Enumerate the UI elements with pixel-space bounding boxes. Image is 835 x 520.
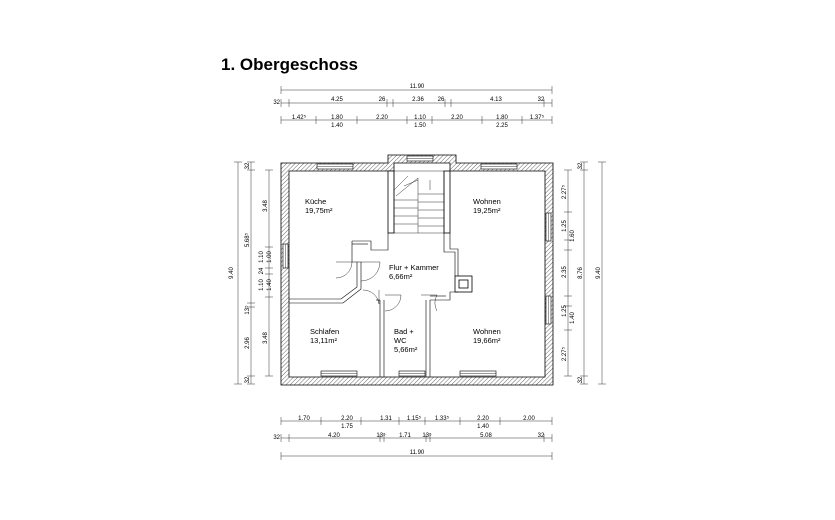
dim-left-o-2: 13⁵ xyxy=(244,305,251,315)
room-kueche-name: Küche xyxy=(305,197,326,206)
dim-bot-r1-low-0: 1.75 xyxy=(341,424,353,430)
dim-bot-r2-0: 32 xyxy=(273,435,280,441)
dim-bot-r1-4: 1.33⁵ xyxy=(435,415,450,422)
room-labels: Küche 19,75m² Wohnen 19,25m² Flur + Kamm… xyxy=(305,197,501,354)
bottom-dimensions: 1.70 2.20 1.31 1.15⁵ 1.33⁵ 2.20 2.00 1.7… xyxy=(273,415,553,460)
dim-top-r3-low-2: 2.25 xyxy=(496,123,508,129)
page-title: 1. Obergeschoss xyxy=(221,55,359,74)
dim-right-total: 9.40 xyxy=(596,267,602,279)
dim-top-r3-4: 2.20 xyxy=(451,115,463,121)
dim-top-total: 11.90 xyxy=(410,84,425,90)
dim-right-o-1: 8.76 xyxy=(578,267,584,279)
room-flur-name: Flur + Kammer xyxy=(389,263,439,272)
dim-right-i-2: 1.60 xyxy=(570,230,576,242)
dim-top-r2-0: 32 xyxy=(273,100,280,106)
room-bad-name-1: Bad + xyxy=(394,327,414,336)
dim-bot-r1-0: 1.70 xyxy=(298,416,310,422)
room-wohnen-top-name: Wohnen xyxy=(473,197,501,206)
dim-left-o-0: 32 xyxy=(245,162,251,169)
dim-right-o-0: 32 xyxy=(578,162,584,169)
left-dimensions: 9.40 32 5.68⁵ 13⁵ 2.96 32 3.48 1.10 24 1… xyxy=(229,161,273,385)
dim-left-is-1: 1.40 xyxy=(267,279,273,291)
dim-right-i-6: 2.27⁵ xyxy=(561,346,568,361)
dim-bot-r2-3: 1.71 xyxy=(399,433,411,439)
room-flur-area: 6,66m² xyxy=(389,272,413,281)
room-wohnen-bottom-name: Wohnen xyxy=(473,327,501,336)
dim-left-i-4: 3.48 xyxy=(263,332,269,344)
room-wohnen-top-area: 19,25m² xyxy=(473,206,501,215)
dim-top-r2-5: 4.13 xyxy=(490,97,502,103)
dim-top-r2-6: 32 xyxy=(538,97,545,103)
walls xyxy=(280,154,554,386)
dim-left-o-1: 5.68⁵ xyxy=(244,232,251,247)
dim-left-i-0: 3.48 xyxy=(263,200,269,212)
dim-bot-r1-3: 1.15⁵ xyxy=(407,415,422,422)
dim-bot-r2-2: 13⁵ xyxy=(376,432,386,439)
dim-bot-r2-6: 32 xyxy=(538,433,545,439)
dim-bot-r1-5: 2.20 xyxy=(477,416,489,422)
dim-top-r3-5: 1.80 xyxy=(496,115,508,121)
dim-bot-r1-1: 2.20 xyxy=(341,416,353,422)
dim-top-r2-1: 4.25 xyxy=(331,97,343,103)
dim-left-o-3: 2.96 xyxy=(245,337,251,349)
dim-bot-r2-1: 4.20 xyxy=(328,433,340,439)
dim-bot-r2-4: 13⁵ xyxy=(422,432,432,439)
dim-bot-r2-5: 5.08 xyxy=(480,433,492,439)
dim-bottom-total: 11.90 xyxy=(410,450,425,456)
dim-left-o-4: 32 xyxy=(245,376,251,383)
dim-left-i-1: 1.10 xyxy=(259,251,265,263)
dim-top-r3-2: 2.20 xyxy=(376,115,388,121)
dim-bot-r1-6: 2.00 xyxy=(523,416,535,422)
windows xyxy=(282,155,552,377)
dim-left-i-3: 1.10 xyxy=(259,279,265,291)
dim-top-r3-3: 1.10 xyxy=(414,115,426,121)
dim-left-i-2: 24 xyxy=(259,267,265,274)
room-schlafen-name: Schlafen xyxy=(310,327,339,336)
room-schlafen-area: 13,11m² xyxy=(310,336,337,345)
dim-left-total: 9.40 xyxy=(229,267,235,279)
dim-top-r3-6: 1.37⁵ xyxy=(530,114,545,121)
dim-top-r3-low-1: 1.50 xyxy=(414,123,426,129)
dim-right-i-0: 2.27⁵ xyxy=(561,184,568,199)
right-dimensions: 2.27⁵ 1.25 1.60 2.35 1.25 1.40 2.27⁵ 32 … xyxy=(561,161,606,385)
dim-top-r3-1: 1.80 xyxy=(331,115,343,121)
dim-top-r2-2: 26 xyxy=(379,97,386,103)
dim-bot-r1-low-1: 1.40 xyxy=(477,424,489,430)
dim-top-r3-low-0: 1.40 xyxy=(331,123,343,129)
room-kueche-area: 19,75m² xyxy=(305,206,333,215)
dim-right-i-5: 1.40 xyxy=(570,312,576,324)
dim-bot-r1-2: 1.31 xyxy=(380,416,392,422)
dim-left-is-0: 1.00 xyxy=(267,251,273,263)
dim-right-i-1: 1.25 xyxy=(562,220,568,232)
room-bad-name-2: WC xyxy=(394,336,407,345)
staircase xyxy=(393,170,445,234)
dim-right-o-2: 32 xyxy=(578,376,584,383)
room-bad-area: 5,66m² xyxy=(394,345,418,354)
top-dimensions: 11.90 32 4.25 26 2.36 26 4.13 32 1.42⁵ 1… xyxy=(273,84,553,129)
dim-top-r2-3: 2.36 xyxy=(412,97,424,103)
dim-top-r2-4: 26 xyxy=(438,97,445,103)
dim-right-i-3: 2.35 xyxy=(562,266,568,278)
doors xyxy=(335,261,438,312)
dim-top-r3-0: 1.42⁵ xyxy=(292,114,307,121)
dim-right-i-4: 1.25 xyxy=(562,305,568,317)
room-wohnen-bottom-area: 19,66m² xyxy=(473,336,501,345)
